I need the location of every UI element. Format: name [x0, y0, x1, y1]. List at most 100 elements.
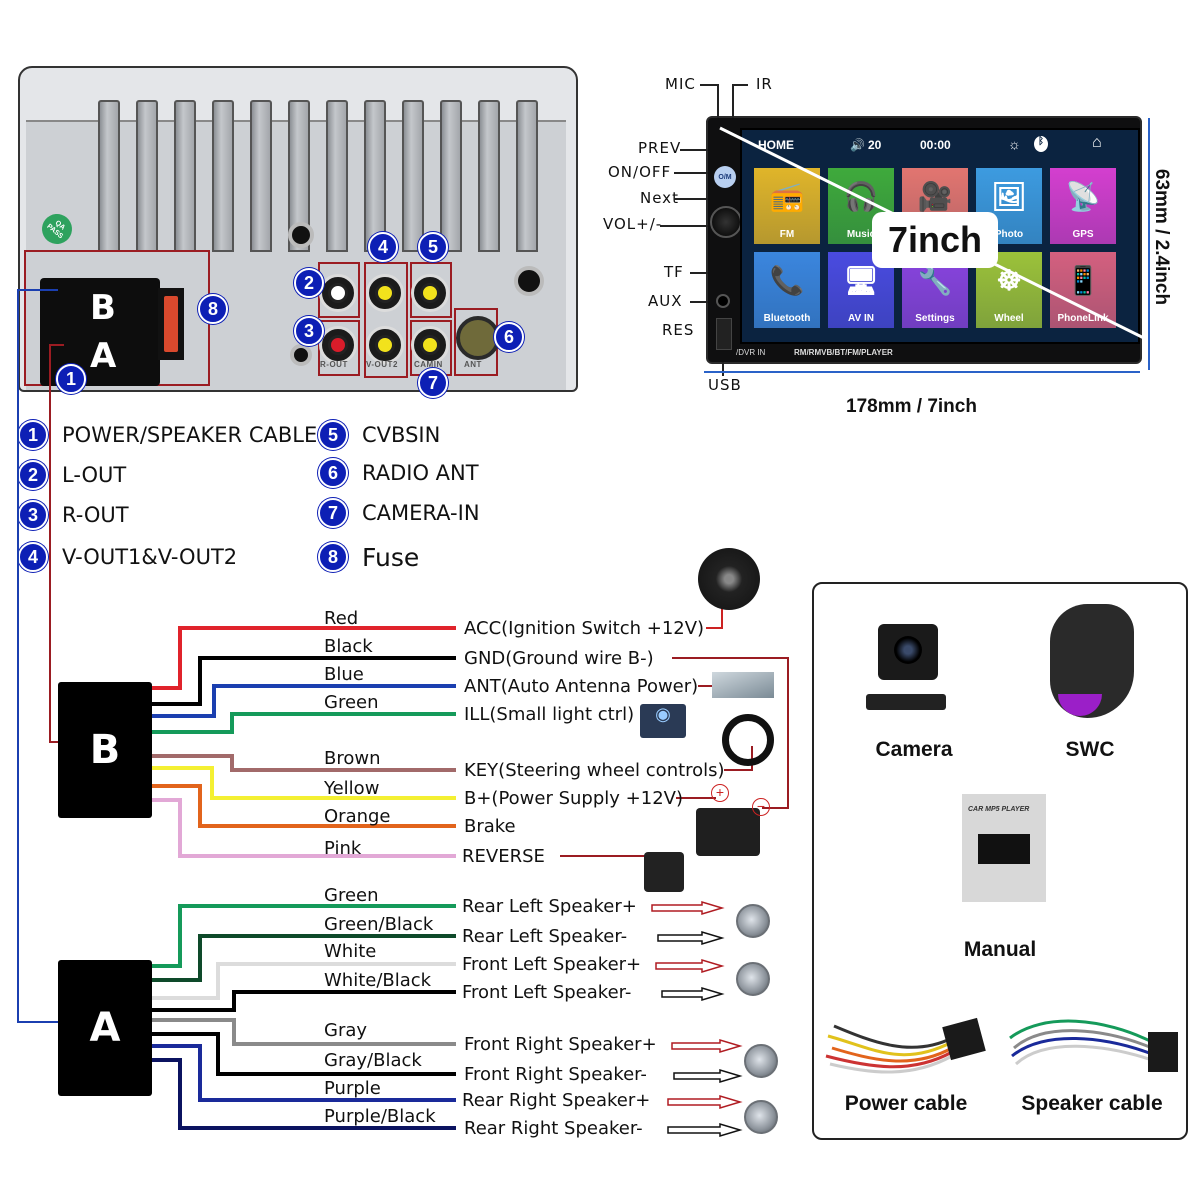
callout-4: 4: [368, 232, 398, 262]
app-tile-label: FM: [779, 229, 795, 240]
wire-b-blue: [152, 684, 456, 718]
radio-icon: 📻: [769, 181, 805, 212]
av-in-icon: 🖥: [843, 265, 879, 296]
app-tile-fm[interactable]: 📻 FM: [754, 168, 820, 244]
app-tile-label: Photo: [994, 229, 1024, 240]
callout-3: 3: [294, 316, 324, 346]
mic-leader: [700, 84, 718, 86]
home-label[interactable]: HOME: [758, 138, 794, 152]
legend-label: Fuse: [362, 542, 420, 572]
legend-label: CVBSIN: [362, 423, 441, 447]
wire-color-label: Red: [324, 608, 359, 629]
iso-connector: B A: [40, 278, 160, 386]
on-off-leader: [674, 172, 708, 174]
app-tile-label: Bluetooth: [763, 313, 811, 324]
power-button[interactable]: O/M: [714, 166, 736, 188]
satellite-icon: 📡: [1065, 181, 1101, 212]
phone-bluetooth-icon: 📞: [769, 265, 805, 296]
ant-label: ANT: [464, 360, 482, 369]
positive-arrow-icon: [667, 1094, 743, 1110]
battery-negative-icon: −: [752, 798, 770, 816]
vol-label: VOL+/-: [603, 215, 663, 233]
speaker-function-label: Front Right Speaker+: [464, 1034, 657, 1055]
wire-b-orange: [152, 784, 456, 828]
wire-b-brown: [152, 754, 456, 772]
cvbs-in-jack: [411, 274, 449, 312]
callout-5-badge: 5: [318, 420, 348, 450]
wire-a-white-black: [152, 990, 456, 1012]
ir-leader: [732, 84, 748, 86]
home-icon[interactable]: ⌂: [1092, 134, 1102, 151]
rear-panel: QA PASS B A R-OUT V-OUT2 CAMIN ANT 1 2 3…: [18, 66, 578, 398]
negative-arrow-icon: [661, 986, 725, 1002]
wire-color-label: Green: [324, 692, 379, 713]
volume-icon: 🔊: [850, 138, 865, 152]
app-tile-label: PhoneLink: [1057, 313, 1109, 324]
app-tile-phonelink[interactable]: 📱PhoneLink: [1050, 252, 1116, 328]
speaker-function-label: Front Left Speaker-: [462, 982, 632, 1003]
legend-label: RADIO ANT: [362, 461, 479, 485]
tools-icon: 🔧: [917, 265, 953, 296]
v-out1-jack: [366, 274, 404, 312]
power-cable-image: [825, 1017, 986, 1074]
callout-7-badge: 7: [318, 498, 348, 528]
wire-b-green: [152, 712, 456, 734]
positive-arrow-icon: [651, 900, 725, 916]
wire-color-label: Blue: [324, 664, 364, 685]
app-tile-gps[interactable]: 📡 GPS: [1050, 168, 1116, 244]
manual-label: Manual: [963, 938, 1037, 961]
wire-function-label: ILL(Small light ctrl): [464, 704, 635, 725]
swc-label: SWC: [1065, 738, 1115, 761]
on-off-label: ON/OFF: [608, 163, 672, 181]
positive-arrow-icon: [655, 958, 725, 974]
usb-label: USB: [708, 376, 742, 394]
format-label: RM/RMVB/BT/FM/PLAYER: [794, 348, 893, 357]
wire-a-green: [152, 904, 456, 968]
r-out-jack: [319, 326, 357, 364]
callout-7: 7: [418, 368, 448, 398]
heat-sink-fin: [212, 100, 234, 252]
vol-leader: [660, 225, 708, 227]
manual-image: CAR MP5 PLAYER: [962, 794, 1046, 902]
callout-3-badge: 3: [18, 500, 48, 530]
legend-label: CAMERA-IN: [362, 501, 480, 525]
connector-a-leader-line: [17, 289, 60, 1023]
photo-icon: 🖼: [991, 181, 1027, 212]
callout-8-badge: 8: [318, 542, 348, 572]
wire-color-label: Gray/Black: [324, 1050, 422, 1071]
power-cable-label: Power cable: [844, 1092, 968, 1115]
aux-jack: [716, 294, 730, 308]
speaker-function-label: Front Left Speaker+: [462, 954, 642, 975]
app-tile-label: Wheel: [994, 313, 1024, 324]
wire-function-label: B+(Power Supply +12V): [464, 788, 683, 809]
wire-function-label: REVERSE: [462, 846, 545, 867]
speaker-function-label: Front Right Speaker-: [464, 1064, 647, 1085]
wire-function-label: GND(Ground wire B-): [464, 648, 654, 669]
v-out2-jack: [366, 326, 404, 364]
aux-hole: [290, 344, 312, 366]
negative-arrow-icon: [673, 1068, 743, 1084]
front-right-speaker-icon: [744, 1044, 778, 1078]
bluetooth-icon[interactable]: ᛒ: [1034, 136, 1048, 152]
connector-b-leader-line: [49, 344, 64, 743]
connector-a-letter: A: [90, 336, 117, 376]
app-tile-label: GPS: [1072, 229, 1094, 240]
heat-sink-fin: [516, 100, 538, 252]
callout-8: 8: [198, 294, 228, 324]
connector-a: A: [58, 960, 152, 1096]
rear-left-speaker-icon: [736, 904, 770, 938]
legend-item: 7 CAMERA-IN: [318, 498, 480, 528]
ir-leader: [732, 84, 734, 118]
negative-arrow-icon: [657, 930, 725, 946]
connector-b: B: [58, 682, 152, 818]
car-antenna-icon: [712, 672, 774, 698]
connector-b-letter: B: [90, 288, 116, 328]
app-tile-bluetooth[interactable]: 📞 Bluetooth: [754, 252, 820, 328]
cam-in-label: CAMIN: [414, 360, 443, 369]
app-tile-photo[interactable]: 🖼 Photo: [976, 168, 1042, 244]
brightness-icon[interactable]: ☼: [1008, 136, 1021, 152]
wire-a-white: [152, 962, 456, 1000]
